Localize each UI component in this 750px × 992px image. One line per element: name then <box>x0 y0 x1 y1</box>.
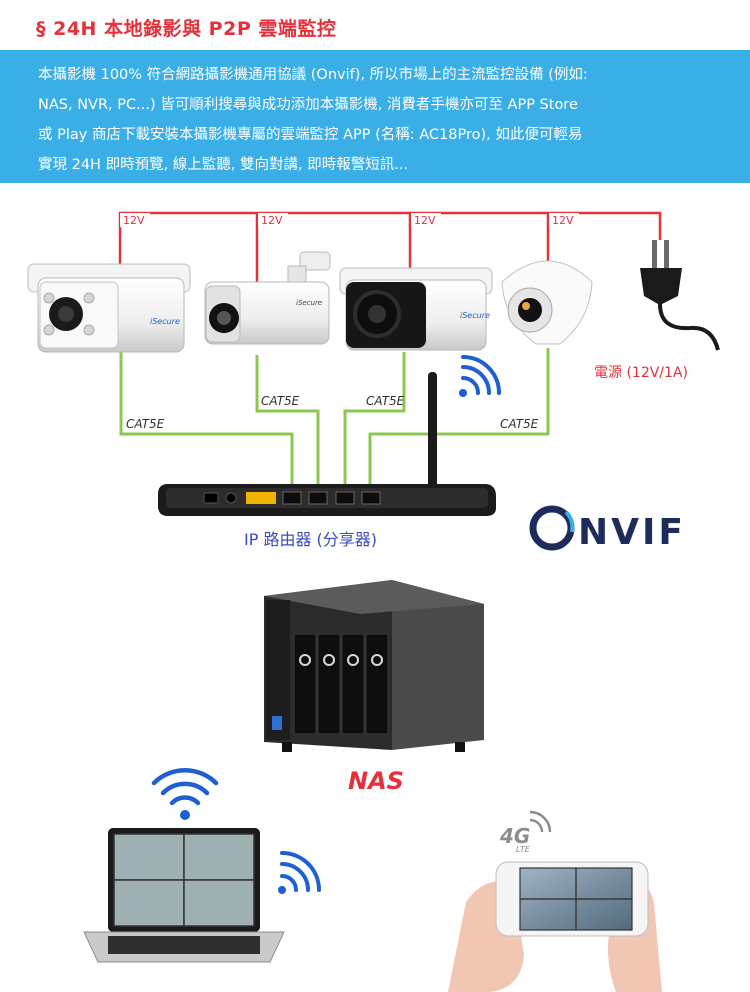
power-plug-icon <box>640 240 720 351</box>
laptop <box>83 828 285 963</box>
power-label: 電源 (12V/1A) <box>594 365 688 381</box>
lte-badge-sub: LTE <box>516 845 531 854</box>
camera-brand-1: iSecure <box>150 317 180 326</box>
wifi-icon-laptop-top <box>151 768 219 820</box>
lte-badge-4g: 4G <box>499 824 530 848</box>
router-label: IP 路由器 (分享器) <box>244 530 378 549</box>
power-tag-2: 12V <box>261 214 283 227</box>
cable-tag-2: CAT5E <box>261 394 300 408</box>
bullet-camera-2: iSecure <box>204 251 331 345</box>
ip-router <box>158 372 496 516</box>
4g-lte-icon: 4G LTE <box>499 810 552 854</box>
description-line-4: 實現 24H 即時預覽, 線上監聽, 雙向對講, 即時報警短訊... <box>38 157 409 173</box>
onvif-logo <box>529 505 575 551</box>
page-title: § 24H 本地錄影與 P2P 雲端監控 <box>36 18 337 40</box>
dome-camera <box>501 260 593 345</box>
wifi-icon <box>450 355 501 407</box>
power-tag-3: 12V <box>414 214 436 227</box>
smartphone <box>448 861 662 992</box>
network-lines <box>119 348 550 493</box>
camera-brand-3: iSecure <box>460 311 490 320</box>
cable-tag-4: CAT5E <box>500 417 539 431</box>
cable-tag-1: CAT5E <box>126 417 165 431</box>
bullet-camera-1: iSecure <box>27 263 191 353</box>
power-tags: 12V 12V 12V 12V <box>120 213 579 227</box>
cable-tags: CAT5E CAT5E CAT5E CAT5E <box>126 394 539 431</box>
onvif-logo-text: NVIF <box>578 512 686 553</box>
description-banner: 本攝影機 100% 符合網路攝影機通用協議 (Onvif), 所以市場上的主流監… <box>0 50 750 183</box>
nas-device <box>264 580 484 752</box>
description-line-1: 本攝影機 100% 符合網路攝影機通用協議 (Onvif), 所以市場上的主流監… <box>38 67 588 83</box>
description-line-2: NAS, NVR, PC...) 皆可順利搜尋與成功添加本攝影機, 消費者手機亦… <box>38 97 578 113</box>
wifi-icon-laptop-side <box>278 851 321 894</box>
bullet-camera-3: iSecure <box>339 267 493 351</box>
nas-label: NAS <box>348 767 404 795</box>
power-tag-1: 12V <box>123 214 145 227</box>
description-line-3: 或 Play 商店下載安裝本攝影機專屬的雲端監控 APP (名稱: AC18Pr… <box>38 127 583 143</box>
power-lines <box>118 211 662 283</box>
cable-tag-3: CAT5E <box>366 394 405 408</box>
power-tag-4: 12V <box>552 214 574 227</box>
camera-brand-2: iSecure <box>296 299 322 307</box>
